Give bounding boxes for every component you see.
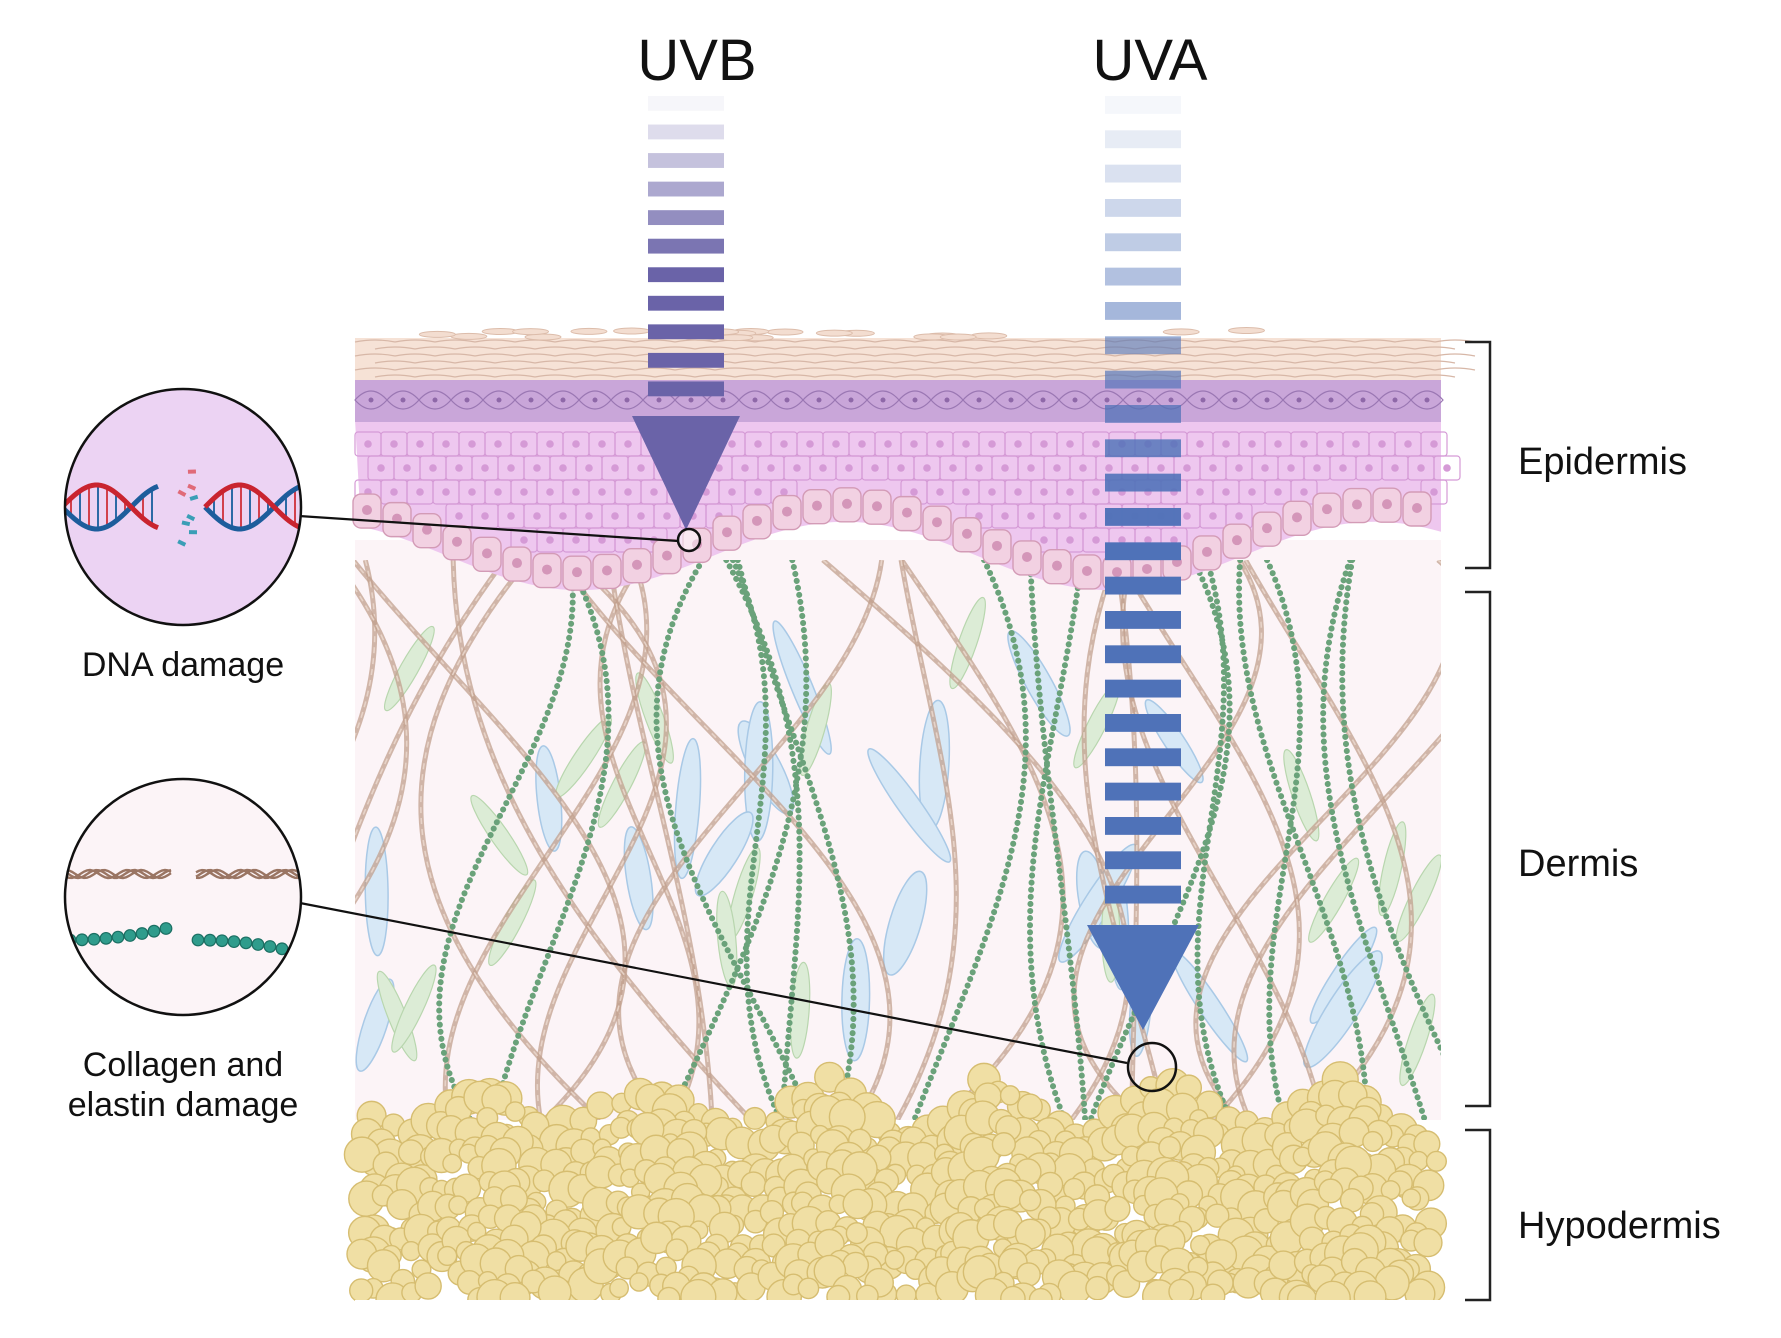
uvb-label: UVB (637, 28, 756, 93)
dna-target-circle (676, 527, 702, 553)
dna-damage-label: DNA damage (82, 646, 284, 684)
dermis-fibers (355, 560, 1441, 1120)
hypodermis-bracket (1465, 1128, 1492, 1302)
hypodermis-label: Hypodermis (1518, 1205, 1721, 1247)
collagen-label-line2: elastin damage (68, 1086, 299, 1124)
epidermis-bracket (1465, 340, 1492, 570)
collagen-label-line1: Collagen and (83, 1046, 283, 1084)
uva-label: UVA (1093, 28, 1208, 93)
dna-damage-callout (63, 387, 303, 627)
hypodermis-fat-cells (343, 1061, 1448, 1333)
collagen-elastin-damage-callout (63, 777, 303, 1017)
collagen-target-circle (1126, 1041, 1178, 1093)
dna-callout-line (298, 514, 679, 543)
epidermis-label: Epidermis (1518, 441, 1687, 483)
dermis-label: Dermis (1518, 843, 1638, 885)
uvb-ray-arrow (632, 96, 740, 530)
uva-ray-arrow (1087, 96, 1199, 1030)
collagen-callout-line (299, 901, 1128, 1065)
dermis-bracket (1465, 590, 1492, 1108)
